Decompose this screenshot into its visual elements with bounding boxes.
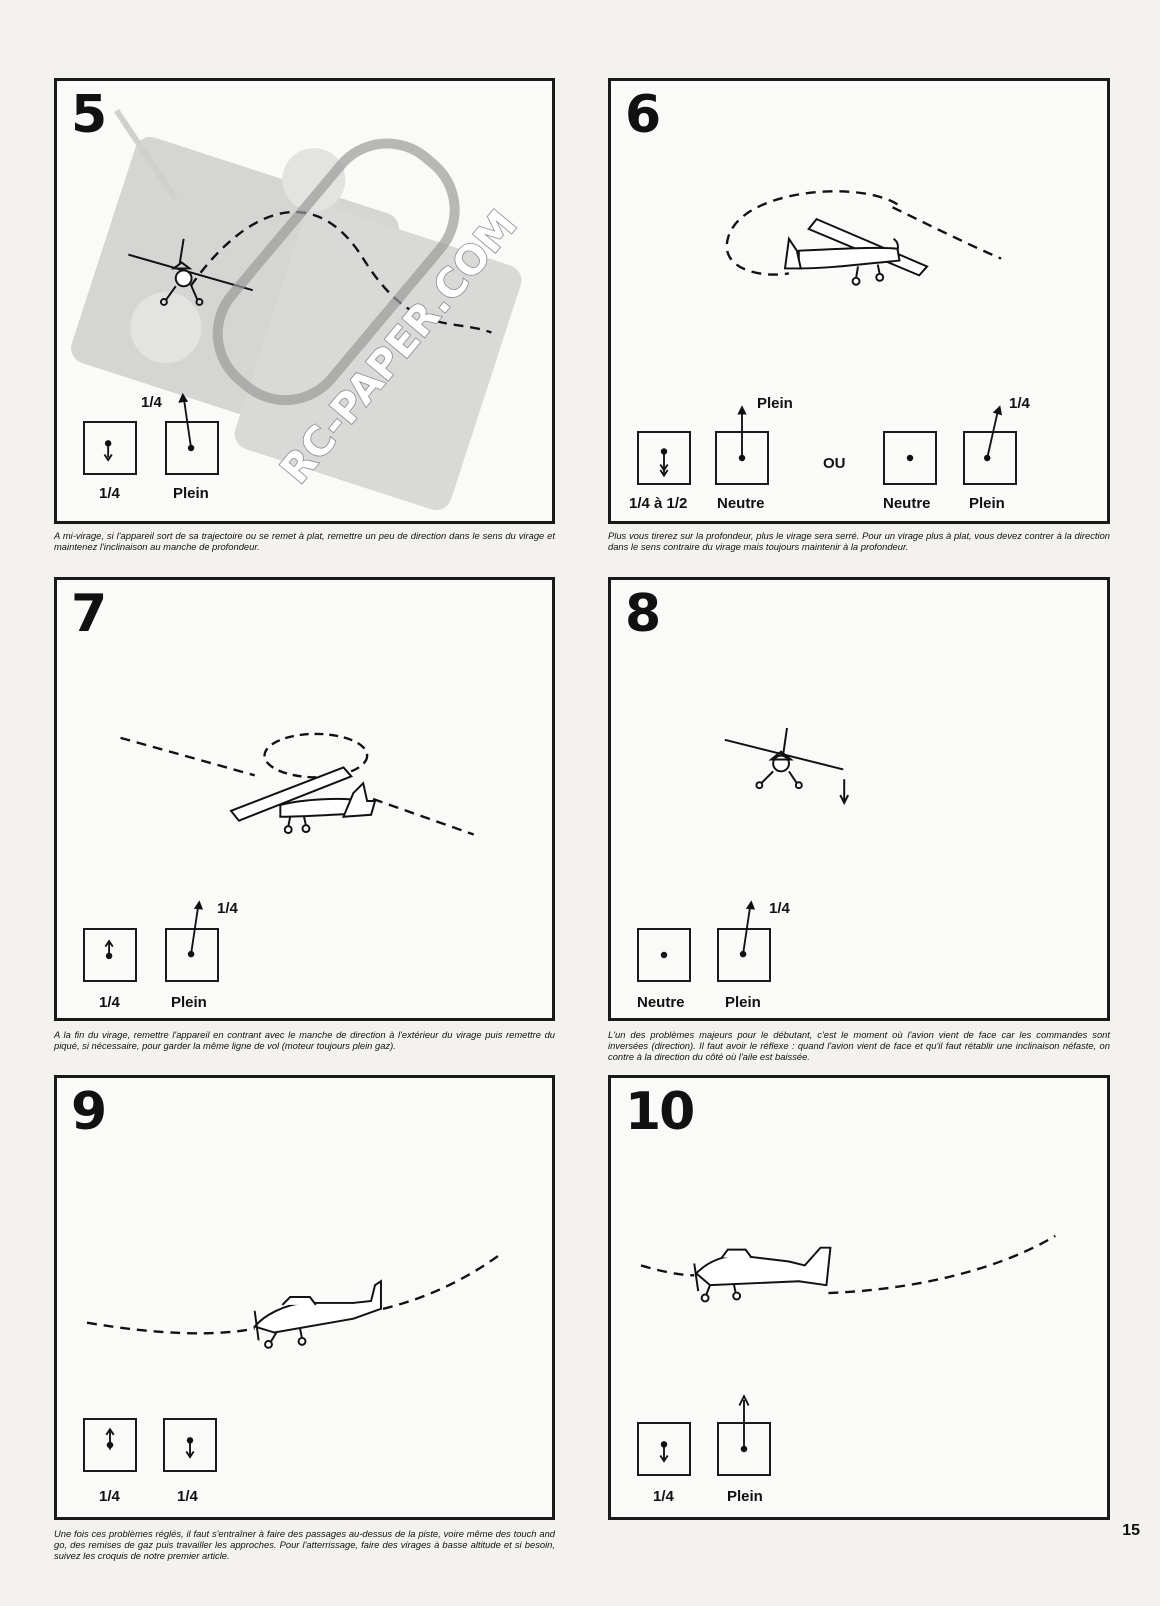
panel-10-illustration	[640, 1234, 1056, 1303]
panel-9-illustration	[86, 1252, 503, 1349]
left-stick-box	[83, 421, 137, 475]
right-stick-box-b	[963, 405, 1017, 485]
right-stick-label: Plein	[173, 485, 209, 502]
panel-6-caption: Plus vous tirerez sur la profondeur, plu…	[608, 530, 1110, 552]
left-stick-label: 1/4	[99, 1488, 120, 1505]
right-stick-b-label: Plein	[969, 495, 1005, 512]
right-stick-label: Plein	[171, 994, 207, 1011]
left-stick-box	[83, 928, 137, 982]
right-stick-a-label: Neutre	[717, 495, 765, 512]
panel-7-illustration	[120, 732, 475, 836]
panel-7-caption: A la fin du virage, remettre l'appareil …	[54, 1029, 555, 1051]
panel-9: 1/4 1/4 9	[54, 1075, 555, 1520]
panel-6-illustration	[725, 190, 1002, 286]
right-stick-box	[717, 1394, 771, 1476]
right-stick-a-label-top: Plein	[757, 395, 793, 412]
plane-banked	[783, 217, 929, 286]
right-stick-label: Plein	[725, 994, 761, 1011]
flight-path	[640, 1264, 695, 1277]
turn-loop	[263, 732, 369, 779]
panel-number: 10	[625, 1082, 695, 1142]
left-stick-box	[83, 1418, 137, 1472]
page-number: 15	[1122, 1522, 1140, 1539]
right-stick-label-top: 1/4	[769, 900, 790, 917]
panel-6: Plein 1/4 1/4 à 1/2 Neutre OU Neutre Ple…	[608, 78, 1110, 524]
plane-banked	[229, 766, 377, 835]
or-label: OU	[823, 455, 846, 472]
left-stick-label: 1/4	[653, 1488, 674, 1505]
turn-path	[725, 190, 899, 276]
panel-5-caption: A mi-virage, si l'appareil sort de sa tr…	[54, 530, 555, 552]
right-stick-label-top: 1/4	[141, 394, 162, 411]
flight-path	[86, 1321, 255, 1335]
right-stick-box	[165, 900, 219, 982]
panel-10: 1/4 Plein 10	[608, 1075, 1110, 1520]
right-stick-label: Plein	[727, 1488, 763, 1505]
right-stick-box	[165, 392, 219, 475]
left-stick-box-b	[883, 431, 937, 485]
panel-8-caption: L'un des problèmes majeurs pour le début…	[608, 1029, 1110, 1062]
left-stick-a-label: 1/4 à 1/2	[629, 495, 688, 512]
left-stick-b-label: Neutre	[883, 495, 931, 512]
plane-head-on	[724, 727, 844, 790]
right-stick-label: 1/4	[177, 1488, 198, 1505]
panel-number: 7	[71, 584, 107, 644]
plane-side	[252, 1279, 382, 1349]
right-stick-label-top: 1/4	[217, 900, 238, 917]
right-stick-box	[717, 900, 771, 982]
panel-number: 9	[71, 1082, 107, 1142]
right-stick-b-label-top: 1/4	[1009, 395, 1030, 412]
panel-8: 1/4 Neutre Plein 8	[608, 577, 1110, 1021]
left-stick-box	[637, 928, 691, 982]
panel-8-illustration	[724, 727, 850, 806]
left-stick-box	[637, 1422, 691, 1476]
panel-number: 8	[625, 584, 661, 644]
plane-side	[693, 1246, 832, 1303]
left-stick-box-a	[637, 431, 691, 485]
right-stick-box-a	[715, 405, 769, 485]
left-stick-label: 1/4	[99, 485, 120, 502]
left-stick-label: 1/4	[99, 994, 120, 1011]
right-stick-box	[163, 1418, 217, 1472]
panel-number: 5	[71, 85, 107, 145]
panel-number: 6	[625, 85, 661, 145]
panel-7: 1/4 1/4 Plein 7	[54, 577, 555, 1021]
panel-9-caption: Une fois ces problèmes réglés, il faut s…	[54, 1528, 555, 1561]
left-stick-label: Neutre	[637, 994, 685, 1011]
panel-5: 1/4 Plein 1/4 5	[54, 78, 555, 524]
